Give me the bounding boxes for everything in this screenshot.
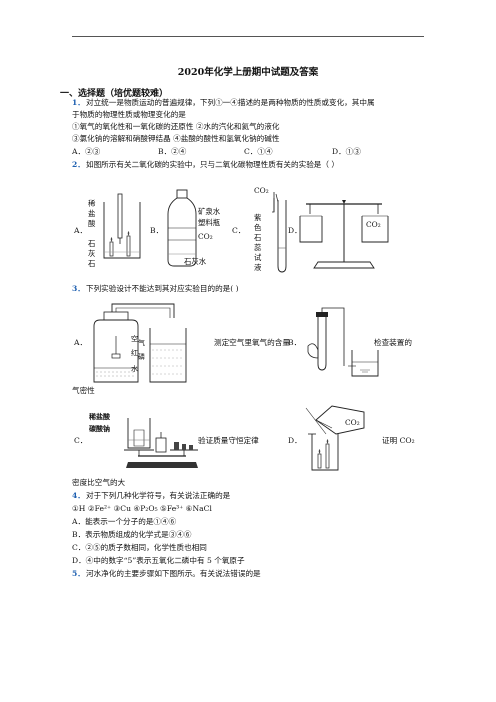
q1-option-d[interactable]: D．①③ [332,147,361,156]
q2a-label-xi: 稀 [88,199,96,208]
q2b-label-bottle: 矿泉水 [198,207,221,216]
q2-stem: 如图所示有关二氧化碳的实验中，只与二氧化碳物理性质有关的实验是（ ） [86,160,340,169]
q3b-airtightness-diagram [307,307,379,377]
q3d-pouring-co2-diagram [305,405,365,471]
q5-stem: 河水净化的主要步骤如下图所示。有关说法错误的是 [86,569,261,578]
q2-option-d-letter[interactable]: D． [288,226,302,235]
q3-option-a-text: 测定空气里氧气的含量 [214,338,290,347]
q2a-candle-beaker-diagram [103,193,141,259]
q4-stem: 对于下列几种化学符号，有关说法正确的是 [86,491,231,500]
q3-option-a-letter[interactable]: A． [74,338,88,347]
q2b-plastic-bottle-diagram [167,189,197,267]
q3-option-b-text: 检查装置的 [374,338,412,347]
q1-statement-3-4: ③氯化钠的溶解和硝酸钾结晶 ④盐酸的酸性和氢氧化钠的碱性 [72,134,280,143]
q2b-label-limewater: 石灰水 [184,257,207,266]
q2c-label-se: 色 [254,223,262,232]
q2c-label-zi: 紫 [254,213,262,222]
q1-statement-1-2: ①氧气的氧化性和一氧化碳的还原性 ②水的汽化和氦气的液化 [72,122,280,131]
q2-option-b-letter[interactable]: B． [150,226,164,235]
q3-option-d-text-continued: 密度比空气的大 [72,478,126,487]
q3-option-d-letter[interactable]: D． [288,436,302,445]
q2c-label-co2: CO₂ [254,186,269,195]
q2-option-a-letter[interactable]: A． [74,226,88,235]
q2c-label-shi: 石 [254,233,262,242]
q1-option-c[interactable]: C．①④ [244,147,273,156]
q3-stem: 下列实验设计不能达到其对应实验目的的是( ) [86,284,239,293]
q3c-balance-diagram [124,418,198,468]
q2c-label-rui: 蕊 [254,243,262,252]
q3-option-c-text: 验证质量守恒定律 [198,436,259,445]
q1-option-a[interactable]: A．②③ [72,147,101,156]
q2a-label-shi2: 石 [88,259,96,268]
q3c-label-hcl: 稀盐酸 [89,412,110,421]
q4-symbols: ①H ②Fe²⁺ ③Cu ④P₂O₅ ⑤Fe³⁺ ⑥NaCl [72,504,212,513]
q3-option-c-letter[interactable]: C． [74,436,88,445]
q3a-label-hong: 红 [131,349,138,357]
q4-option-a[interactable]: A．能表示一个分子的是①④⑥ [72,517,177,526]
q3a-oxygen-apparatus-diagram [93,303,187,383]
q2a-label-hui: 灰 [88,249,96,258]
q3-option-b-text-continued: 气密性 [72,386,95,395]
q2b-label-plastic: 塑料瓶 [198,218,221,227]
page-title: 2020年化学上册期中试题及答案 [177,67,319,78]
q4-option-b[interactable]: B．表示物质组成的化学式是③④⑥ [72,530,192,539]
q2-option-c-letter[interactable]: C． [232,226,246,235]
q2d-balance-diagram [299,200,389,269]
q2a-label-yan: 盐 [88,209,96,218]
q5-number: 5． [72,569,85,578]
q3a-label-shui: 水 [131,365,138,373]
q2c-label-ye: 液 [254,263,262,272]
q2a-label-shi: 石 [88,239,96,248]
q1-stem-continued: 于物质的物理性质或物理变化的是 [72,110,186,119]
q2c-label-shi2: 试 [254,253,262,262]
q3a-label-qi: 气 [138,339,145,347]
q2a-label-suan: 酸 [88,219,96,228]
q1-option-b[interactable]: B．②④ [158,147,187,156]
q2c-test-tube-diagram [272,192,287,273]
q1-number: 1． [72,98,85,107]
q2d-label-co2: CO₂ [366,220,381,229]
q2b-label-co2: CO₂ [198,232,213,241]
q3a-label-lin: 磷 [138,353,145,361]
header-rule [72,36,424,37]
q4-option-d[interactable]: D．④中的数字“5”表示五氧化二磷中有 5 个氧原子 [72,556,245,565]
q3-number: 3． [72,284,85,293]
q3d-label-co2: CO₂ [345,418,360,427]
q2-number: 2． [72,160,85,169]
q1-stem: 对立统一是物质运动的普遍规律，下列①一④描述的是两种物质的性质或变化，其中属 [86,98,375,107]
q3c-label-na2co3: 碳酸钠 [89,424,110,433]
q3-option-d-text: 证明 CO₂ [382,436,415,445]
q4-number: 4． [72,491,85,500]
q4-option-c[interactable]: C．②⑤的质子数相同，化学性质也相同 [72,543,207,552]
section-heading: 一、选择题（培优题较难） [60,89,169,99]
q3a-label-kong: 空 [131,335,138,343]
q3-option-b-letter[interactable]: B． [288,338,302,347]
